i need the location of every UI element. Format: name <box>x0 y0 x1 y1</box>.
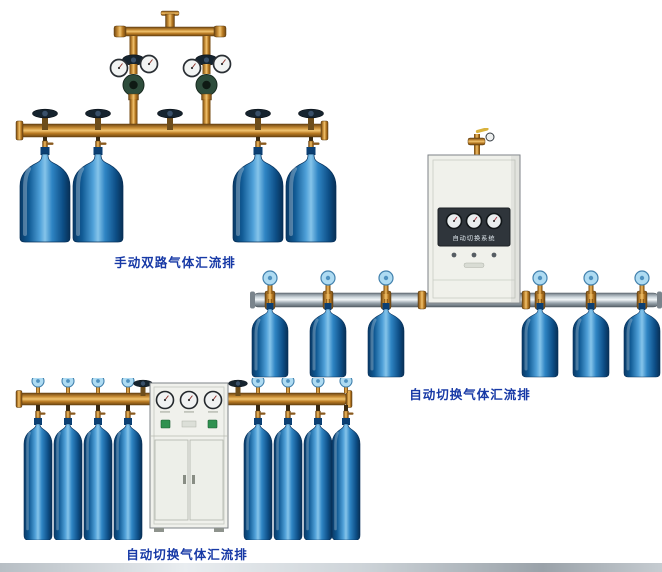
gas-cylinder <box>520 297 560 379</box>
cabinet-label: 自动切换系统 <box>452 235 495 243</box>
gas-cylinders <box>250 297 662 379</box>
gas-cylinder <box>622 297 662 379</box>
valve-handwheel <box>532 270 548 295</box>
gas-cylinder <box>18 139 72 244</box>
pressure-gauge <box>139 54 159 74</box>
gas-cylinder <box>52 409 84 540</box>
valve-handwheel <box>91 378 105 394</box>
gas-cylinder <box>250 297 290 379</box>
control-cabinet: 自动切换系统 <box>427 128 521 304</box>
product-manual-dual-manifold: 手动双路气体汇流排 <box>10 8 340 274</box>
product-caption-manual-dual: 手动双路气体汇流排 <box>114 256 236 270</box>
product-caption-auto-switch-2: 自动切换气体汇流排 <box>126 548 248 562</box>
pressure-gauge <box>155 390 175 410</box>
pressure-gauge <box>445 212 463 230</box>
regulator-right <box>182 54 232 124</box>
valve-handwheel <box>262 270 278 295</box>
valve-handwheel <box>634 270 650 295</box>
gas-cylinder <box>272 409 304 540</box>
pressure-gauge <box>203 390 223 410</box>
footer-strip <box>0 563 662 572</box>
gas-cylinder <box>571 297 611 379</box>
product-caption-auto-switch-1: 自动切换气体汇流排 <box>409 388 531 402</box>
gas-cylinder <box>82 409 114 540</box>
valve-handwheel <box>311 378 325 394</box>
gas-cylinder <box>302 409 334 540</box>
valve-handwheel <box>61 378 75 394</box>
regulator-left <box>109 54 159 124</box>
gas-cylinders <box>18 137 338 244</box>
valve-handwheel <box>121 378 135 394</box>
manual-dual-manifold-illustration <box>15 10 338 244</box>
valve-handwheel <box>281 378 295 394</box>
gas-cylinders <box>22 405 362 540</box>
auto-switch-floor-manifold-illustration <box>15 378 362 540</box>
gas-cylinder <box>366 297 406 379</box>
auto-switch-manifold-illustration: 自动切换系统 <box>250 128 662 379</box>
pressure-gauge <box>212 54 232 74</box>
pressure-gauge <box>179 390 199 410</box>
product-auto-switch-cabinet: 自动切换系统 自动切换气体汇流排 <box>250 128 662 402</box>
pressure-gauge <box>109 58 129 78</box>
gas-cylinder <box>330 409 362 540</box>
valve-handwheel <box>378 270 394 295</box>
pressure-gauge <box>465 212 483 230</box>
gas-cylinder <box>112 409 144 540</box>
gas-cylinder <box>242 409 274 540</box>
pressure-gauge <box>182 58 202 78</box>
control-cabinet <box>149 382 229 532</box>
gas-cylinder <box>71 139 125 244</box>
gas-cylinder <box>22 409 54 540</box>
valve-handwheel <box>31 378 45 394</box>
top-pipe-assembly <box>113 10 227 62</box>
pressure-gauge <box>485 212 503 230</box>
product-auto-switch-floor-cabinet: 自动切换气体汇流排 <box>12 378 362 562</box>
gas-cylinder <box>308 297 348 379</box>
valve-handwheel <box>251 378 265 394</box>
valve-handwheel <box>583 270 599 295</box>
valve-handwheel <box>320 270 336 295</box>
